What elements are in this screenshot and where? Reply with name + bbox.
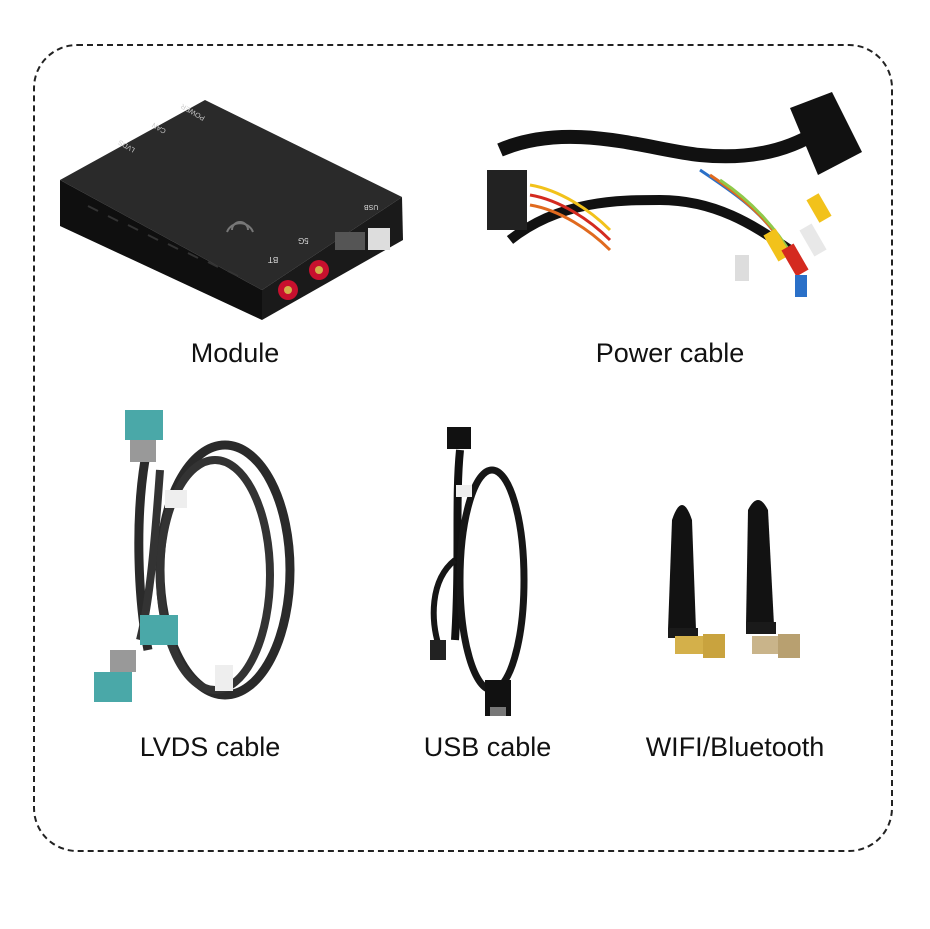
lvds-cable-label: LVDS cable — [139, 732, 281, 762]
module-label: Module — [190, 338, 280, 368]
usb-cable-label: USB cable — [423, 732, 552, 762]
module-port-label-bt: BT — [268, 255, 279, 264]
antenna-label: WIFI/Bluetooth — [645, 732, 825, 762]
dashed-frame — [33, 44, 893, 852]
module-port-label-5g: 5G — [298, 236, 309, 245]
module-port-label-usb: USB — [364, 203, 379, 210]
power-cable-label: Power cable — [595, 338, 745, 368]
